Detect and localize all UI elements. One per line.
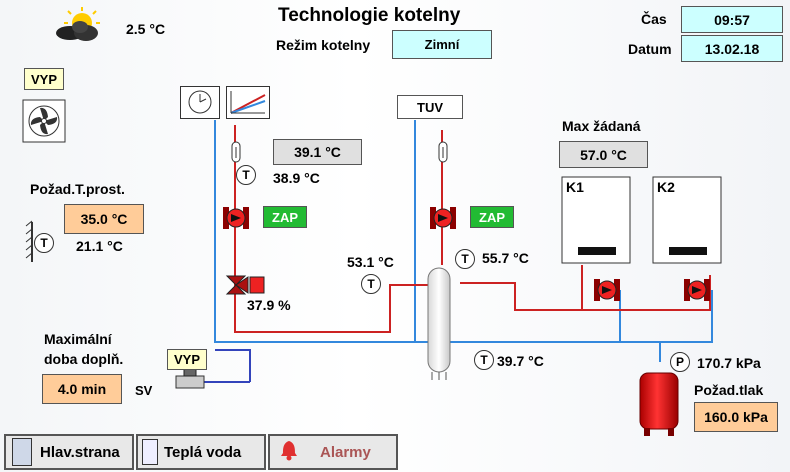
time-value: 09:57 xyxy=(681,6,783,33)
mode-label: Režim kotelny xyxy=(276,37,371,53)
boiler-k2-label[interactable]: K2 xyxy=(657,179,675,195)
mixing-valve-icon xyxy=(225,275,265,295)
nav-alarms-label: Alarmy xyxy=(320,443,371,461)
mode-value[interactable]: Zimní xyxy=(392,30,492,59)
temperature-sensor-icon: T xyxy=(455,249,475,269)
pump-icon xyxy=(430,207,456,229)
circuit-flow-temp: 38.9 °C xyxy=(273,170,320,186)
hydraulic-separator xyxy=(427,267,451,380)
temperature-sensor-icon: T xyxy=(361,274,381,294)
circuit-setpoint-temp: 39.1 °C xyxy=(273,139,362,165)
refill-pipe xyxy=(215,349,251,382)
outdoor-temp: 2.5 °C xyxy=(126,21,166,37)
solenoid-valve-icon xyxy=(175,363,205,389)
room-setpoint-value[interactable]: 35.0 °C xyxy=(64,204,144,234)
home-icon xyxy=(12,438,32,466)
room-thermostat-icon xyxy=(25,220,33,262)
tuv-label[interactable]: TUV xyxy=(397,95,463,119)
pump-icon xyxy=(684,279,710,301)
boiler-icon xyxy=(561,176,631,264)
nav-hot-water-label: Teplá voda xyxy=(164,443,242,461)
mixing-valve-position: 37.9 % xyxy=(247,297,291,313)
time-label: Čas xyxy=(641,11,667,27)
max-setpoint-label: Max žádaná xyxy=(562,118,641,134)
max-setpoint-value: 57.0 °C xyxy=(559,141,648,168)
solenoid-valve-label: SV xyxy=(135,383,153,398)
circuit-pump-state[interactable]: ZAP xyxy=(263,206,307,228)
pressure-setpoint-value[interactable]: 160.0 kPa xyxy=(694,402,778,432)
hot-water-icon xyxy=(142,439,158,465)
fan-icon xyxy=(22,99,66,143)
refill-label-2: doba doplň. xyxy=(44,351,124,367)
thermometer-icon xyxy=(231,141,241,163)
tuv-flow-temp: 55.7 °C xyxy=(482,250,529,266)
room-temp-actual: 21.1 °C xyxy=(76,238,123,254)
nav-hot-water-button[interactable]: Teplá voda xyxy=(136,434,266,470)
clock-icon[interactable] xyxy=(180,86,220,119)
pump-icon xyxy=(594,279,620,301)
nav-alarms-button[interactable]: Alarmy xyxy=(268,434,398,470)
pump-icon xyxy=(223,207,249,229)
thermometer-icon xyxy=(438,141,448,163)
pressure-setpoint-label: Požad.tlak xyxy=(694,382,764,398)
fan-state[interactable]: VYP xyxy=(24,68,64,90)
refill-duration[interactable]: 4.0 min xyxy=(42,374,122,404)
expansion-tank-icon xyxy=(639,372,679,436)
page-title: Technologie kotelny xyxy=(278,5,461,26)
weather-partly-cloudy-icon xyxy=(56,7,100,41)
temperature-sensor-icon: T xyxy=(474,350,494,370)
date-label: Datum xyxy=(628,41,672,57)
nav-home-label: Hlav.strana xyxy=(40,443,120,461)
refill-state[interactable]: VYP xyxy=(167,349,207,370)
boiler-k1-label[interactable]: K1 xyxy=(566,179,584,195)
date-value: 13.02.18 xyxy=(681,35,783,62)
temperature-sensor-icon: T xyxy=(236,165,256,185)
room-setpoint-label: Požad.T.prost. xyxy=(30,181,125,197)
return-temp: 39.7 °C xyxy=(497,353,544,369)
alarm-bell-icon xyxy=(278,439,300,465)
heating-curve-icon[interactable] xyxy=(226,86,270,119)
refill-label-1: Maximální xyxy=(44,331,112,347)
tuv-pump-state[interactable]: ZAP xyxy=(470,206,514,228)
nav-home-button[interactable]: Hlav.strana xyxy=(4,434,134,470)
boiler-icon xyxy=(652,176,722,264)
room-temp-sensor-icon: T xyxy=(34,233,54,253)
pressure-sensor-icon: P xyxy=(670,352,690,372)
pressure-actual: 170.7 kPa xyxy=(697,355,761,371)
header-temp: 53.1 °C xyxy=(347,254,394,270)
